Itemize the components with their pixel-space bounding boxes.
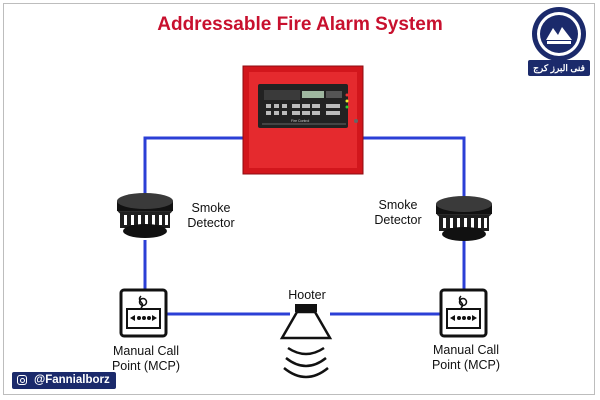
logo-caption: فنی البرز کرج bbox=[528, 60, 590, 76]
wiring bbox=[143, 136, 466, 316]
mcp-left-icon bbox=[119, 288, 168, 338]
hooter-label: Hooter bbox=[288, 288, 326, 302]
social-handle-text: @Fannialborz bbox=[34, 374, 110, 386]
fire-control-panel: Fire Control bbox=[242, 65, 364, 175]
smoke-detector-left-label-line1: Smoke bbox=[191, 201, 231, 215]
smoke-detector-left-label: Smoke Detector bbox=[181, 201, 241, 231]
mcp-right-label-line1: Manual Call bbox=[432, 343, 499, 357]
smoke-detector-right-label-line1: Smoke bbox=[378, 198, 418, 212]
smoke-detector-left-label-line2: Detector bbox=[187, 216, 235, 230]
hooter-icon bbox=[279, 304, 333, 379]
diagram-frame bbox=[3, 3, 595, 395]
smoke-detector-right-label: Smoke Detector bbox=[367, 198, 429, 228]
instagram-icon bbox=[17, 375, 27, 385]
mcp-right-label-line2: Point (MCP) bbox=[431, 358, 501, 372]
smoke-detector-right-label-line2: Detector bbox=[374, 213, 422, 227]
mcp-right-label: Manual Call Point (MCP) bbox=[424, 343, 508, 373]
mcp-right-icon bbox=[439, 288, 488, 338]
social-handle-badge[interactable]: @Fannialborz bbox=[12, 372, 116, 389]
diagram-title: Addressable Fire Alarm System bbox=[157, 14, 443, 35]
institute-logo bbox=[532, 7, 586, 61]
panel-display-caption: Fire Control bbox=[291, 119, 310, 123]
wire-right bbox=[363, 136, 466, 198]
mcp-left-label: Manual Call Point (MCP) bbox=[104, 344, 188, 374]
smoke-detector-left-icon bbox=[117, 193, 173, 238]
wire-left bbox=[143, 136, 243, 195]
smoke-detector-right-icon bbox=[436, 196, 492, 241]
mcp-left-label-line1: Manual Call bbox=[112, 344, 179, 358]
mcp-left-label-line2: Point (MCP) bbox=[111, 359, 181, 373]
